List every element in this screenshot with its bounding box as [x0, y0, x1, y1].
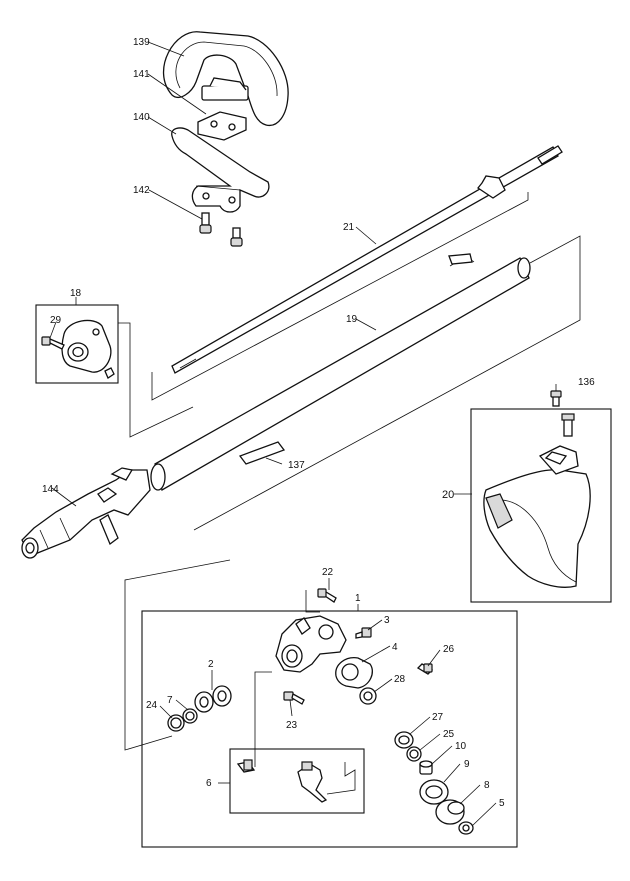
protector-guard-part [483, 413, 591, 588]
part-number-labels: 139 141 140 142 21 18 29 19 136 137 144 … [42, 37, 595, 809]
gear-case-screw-23-part [283, 691, 305, 705]
part-label-23: 23 [286, 720, 298, 731]
guide-line-5 [326, 762, 356, 795]
part-label-5: 5 [499, 798, 505, 809]
part-label-2: 2 [208, 659, 214, 670]
part-label-137: 137 [288, 460, 305, 471]
leader-lines [49, 41, 557, 827]
handle-bracket-part [171, 127, 270, 213]
clutch-holder-part [61, 319, 115, 379]
gear-case-body [275, 615, 347, 673]
part-label-144: 144 [42, 484, 59, 495]
nut-5-part [458, 821, 474, 835]
part-label-28: 28 [394, 674, 406, 685]
gear-case-screw-3-part [355, 627, 372, 639]
part-label-22: 22 [322, 567, 334, 578]
clamp-plate-part [197, 111, 247, 141]
part-label-25: 25 [443, 729, 455, 740]
part-label-27: 27 [432, 712, 444, 723]
part-label-24: 24 [146, 700, 158, 711]
shaft-set-part [236, 759, 328, 803]
clutch-holder-bolt-part [41, 336, 65, 350]
part-label-29: 29 [50, 315, 62, 326]
handle-screws-part [199, 212, 243, 247]
washer-27-part [394, 731, 414, 749]
part-label-9: 9 [464, 759, 470, 770]
ring-25-part [406, 746, 422, 762]
loop-handle-part [162, 31, 289, 127]
part-label-19: 19 [346, 314, 358, 325]
cup-washer-8-part [435, 799, 465, 825]
control-handle-part [21, 467, 151, 559]
guide-line-1 [124, 559, 231, 751]
frame-part-18 [35, 304, 119, 384]
gear-case-bolt-26-part [416, 663, 434, 675]
part-label-3: 3 [384, 615, 390, 626]
gear-case-cap-part [335, 657, 373, 689]
guard-screw-part [550, 390, 562, 407]
part-label-141: 141 [133, 69, 150, 80]
frame-part-1 [141, 610, 518, 848]
pipe-label-part [238, 441, 286, 465]
part-label-10: 10 [455, 741, 467, 752]
bearing-set-part [194, 685, 232, 713]
guide-line-21 [151, 192, 529, 401]
snap-ring-24-part [167, 714, 185, 732]
snap-ring-7-part [182, 708, 198, 724]
guide-line-22 [305, 590, 320, 613]
drive-shaft-part [171, 145, 563, 374]
frame-part-6 [229, 748, 365, 814]
ring-28-part [359, 687, 377, 705]
part-label-4: 4 [392, 642, 398, 653]
gear-case-screw-22-part [317, 588, 337, 603]
guide-line-18 [118, 322, 194, 438]
part-label-8: 8 [484, 780, 490, 791]
part-label-142: 142 [133, 185, 150, 196]
guide-line-19 [193, 235, 581, 531]
part-label-139: 139 [133, 37, 150, 48]
receive-washer-9-part [419, 779, 449, 805]
part-label-1: 1 [355, 593, 361, 604]
part-label-140: 140 [133, 112, 150, 123]
part-label-20: 20 [442, 489, 454, 501]
part-label-136: 136 [578, 377, 595, 388]
frame-part-20 [470, 408, 612, 603]
main-pipe-part [150, 253, 531, 491]
spacer-10-part [419, 760, 433, 775]
part-label-6: 6 [206, 778, 212, 789]
part-label-26: 26 [443, 644, 455, 655]
guide-line-6 [254, 671, 272, 767]
part-label-7: 7 [167, 695, 173, 706]
part-label-21: 21 [343, 222, 355, 233]
part-label-18: 18 [70, 288, 82, 299]
